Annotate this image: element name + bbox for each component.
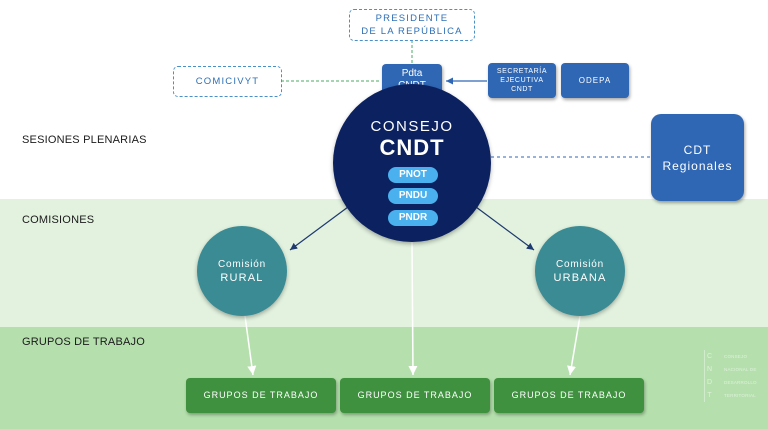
comicivyt-box: COMICIVYT [173,66,282,97]
logo-word-3: DESARROLLO [724,380,757,385]
comicivyt-label: COMICIVYT [195,76,260,87]
odepa-box: ODEPA [561,63,629,98]
logo-word-1: CONSEJO [724,354,748,359]
presidente-line2: DE LA REPÚBLICA [361,26,463,37]
logo-word-2: NACIONAL DE [724,367,757,372]
consejo-cndt-circle: CONSEJO CNDT PNOT PNDU PNDR [333,84,491,242]
urbana-line1: Comisión [555,258,605,270]
grupos-box-2: GRUPOS DE TRABAJO [340,378,490,413]
urbana-arrow [475,206,535,251]
cdt-regionales-box: CDT Regionales [651,114,744,201]
cndt-logo-watermark: C N D T CONSEJO NACIONAL DE DESARROLLO T… [704,350,764,408]
urbana-line2: URBANA [553,271,607,284]
secretaria-box: SECRETARÍA EJECUTIVA CNDT [488,63,556,98]
logo-letter-d: D [704,376,714,389]
grupos-arrow-2 [408,241,418,376]
secretaria-line2: EJECUTIVA [500,77,544,84]
odepa-label: ODEPA [578,76,612,85]
logo-letter-c: C [704,350,714,363]
presidente-line1: PRESIDENTE [375,13,449,24]
rural-arrow [289,206,349,251]
consejo-name: CNDT [379,135,445,160]
pill-pndu: PNDU [388,188,438,204]
comision-urbana-circle: Comisión URBANA [535,226,625,316]
rural-line1: Comisión [217,258,267,270]
logo-word-4: TERRITORIAL [724,393,756,398]
comision-rural-circle: Comisión RURAL [197,226,287,316]
logo-letter-n: N [704,363,714,376]
grupos-arrow-1 [244,315,257,376]
section-label-comisiones: COMISIONES [22,214,95,226]
consejo-title: CONSEJO [370,118,454,135]
cdt-line1: CDT [683,142,712,157]
cdt-line2: Regionales [662,158,733,173]
pdta-line1: Pdta [401,68,423,79]
secretaria-line1: SECRETARÍA [496,68,548,75]
grupos-box-1: GRUPOS DE TRABAJO [186,378,336,413]
grupos-box-3: GRUPOS DE TRABAJO [494,378,644,413]
pill-pndr: PNDR [388,210,438,226]
section-label-plenarias: SESIONES PLENARIAS [22,134,147,146]
presidente-box: PRESIDENTE DE LA REPÚBLICA [349,9,475,41]
secretaria-line3: CNDT [511,86,533,93]
logo-letter-t: T [704,389,714,402]
grupos-arrow-3 [567,315,581,376]
rural-line2: RURAL [220,271,264,284]
section-label-grupos: GRUPOS DE TRABAJO [22,336,145,348]
pill-pnot: PNOT [388,167,438,183]
